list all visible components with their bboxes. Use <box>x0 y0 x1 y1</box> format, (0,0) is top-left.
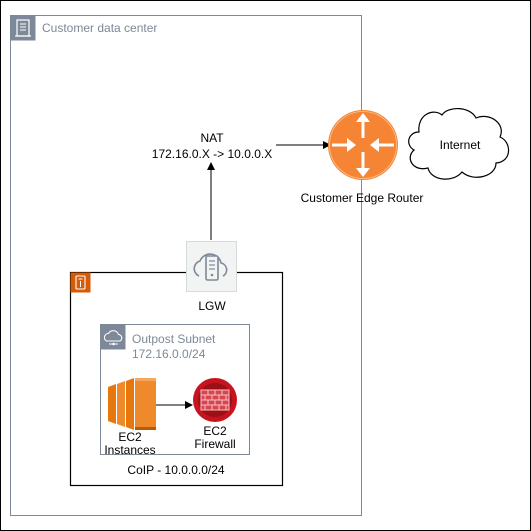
outpost-icon <box>70 272 91 293</box>
ec2-instances-label-line2: Instances <box>104 443 156 457</box>
subnet-group <box>100 324 250 455</box>
ec2-instances-label-line1: EC2 <box>118 430 142 444</box>
lgw-icon <box>186 241 237 292</box>
outpost-boundary <box>69 271 284 487</box>
building-icon <box>10 15 36 41</box>
nat-title: NAT <box>200 131 224 145</box>
firewall-icon <box>193 378 237 422</box>
lgw-label: LGW <box>198 299 226 313</box>
internet-label: Internet <box>439 138 481 152</box>
subnet-boundary <box>100 324 250 455</box>
router-label: Customer Edge Router <box>300 191 424 205</box>
coip-label: CoIP - 10.0.0.0/24 <box>127 463 225 477</box>
internet-cloud-icon <box>408 108 510 180</box>
subnet-cidr: 172.16.0.0/24 <box>132 347 206 361</box>
datacenter-group <box>10 15 362 516</box>
datacenter-title: Customer data center <box>42 21 158 35</box>
cloud-subnet-icon <box>100 324 126 350</box>
ec2-firewall-label-line2: Firewall <box>194 437 236 451</box>
datacenter-boundary <box>10 15 362 516</box>
outpost-group <box>69 271 284 487</box>
nat-mapping: 172.16.0.X -> 10.0.0.X <box>151 147 273 161</box>
ec2-instances-icon <box>108 378 156 430</box>
ec2-firewall-label-line1: EC2 <box>203 424 227 438</box>
router-icon <box>328 110 398 180</box>
subnet-title: Outpost Subnet <box>132 332 216 346</box>
